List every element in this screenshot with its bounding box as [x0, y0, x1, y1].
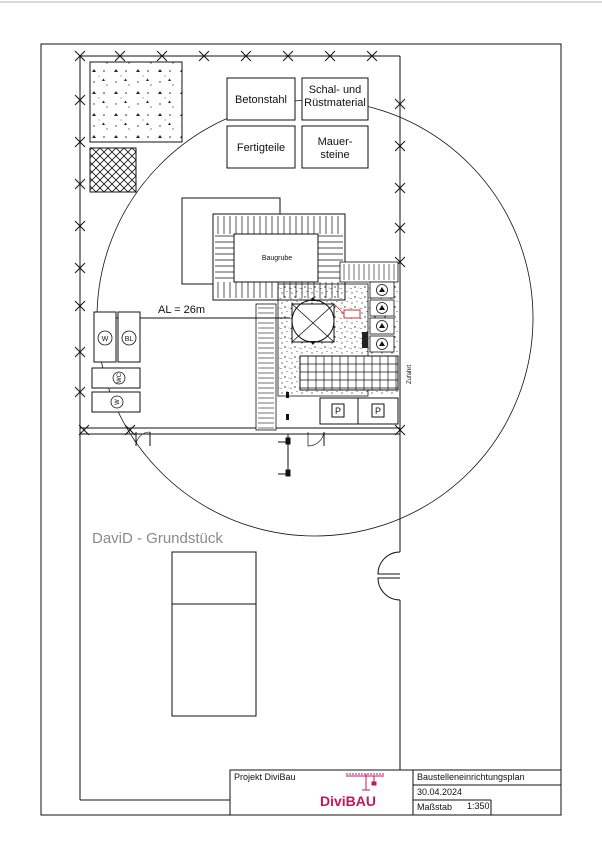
construction-fence: [79, 427, 400, 435]
silo-feeder: [362, 332, 368, 348]
fence-x-marker: [74, 346, 86, 358]
divibau-logo: DiviBAU: [320, 773, 384, 809]
site-boundary: [79, 55, 401, 801]
site-gate-right: [307, 431, 325, 447]
tower-crane: [291, 297, 335, 345]
fence-x-marker: [74, 178, 86, 190]
plan-date: 30.04.2024: [417, 787, 462, 797]
fence-x-marker: [394, 182, 406, 194]
scale-value: 1:350: [467, 801, 490, 811]
access-ramp: [255, 303, 277, 431]
silo-icon: [369, 281, 395, 299]
fence-x-marker: [282, 50, 294, 62]
fence-x-marker: [198, 50, 210, 62]
mauersteine-box: [301, 125, 369, 169]
fence-markers: [74, 50, 406, 436]
crosshatch-storage: [89, 147, 137, 193]
fence-x-marker: [74, 386, 86, 398]
fence-x-marker: [394, 222, 406, 234]
silo-icon: [369, 335, 395, 353]
container-w2-label: W: [115, 399, 121, 405]
schal-label-line1: Schal- und: [309, 84, 362, 96]
fertigteile-box: [226, 125, 296, 169]
fence-x-marker: [394, 98, 406, 110]
site-gate-left: [135, 431, 151, 447]
container-wc-label: WC: [117, 372, 123, 383]
betonstahl-box: [226, 77, 296, 121]
site-containers: W BL WC W: [91, 311, 141, 413]
silo-icon: [369, 299, 395, 317]
crane-reach-label: AL = 26m: [158, 304, 205, 316]
excavation-pit: Baugrube: [181, 197, 399, 301]
utility-connection: [278, 434, 291, 477]
fence-x-marker: [114, 50, 126, 62]
fertigteile-label: Fertigteile: [237, 142, 285, 154]
fence-x-marker: [366, 50, 378, 62]
silo-icon: [369, 317, 395, 335]
planned-building: [171, 551, 257, 717]
plot-gate-right: [377, 551, 401, 601]
betonstahl-label: Betonstahl: [235, 94, 287, 106]
scale-label: Maßstab: [417, 802, 452, 812]
fence-x-marker: [78, 424, 90, 436]
fence-x-marker: [74, 94, 86, 106]
plan-title: Baustelleneinrichtungsplan: [417, 772, 525, 782]
project-name: Projekt DiviBau: [234, 772, 296, 782]
fence-x-marker: [324, 50, 336, 62]
logo-text: DiviBAU: [320, 793, 376, 809]
gravel-storage: [89, 61, 183, 143]
fence-x-marker: [74, 220, 86, 232]
fence-x-marker: [394, 140, 406, 152]
fence-x-marker: [124, 424, 136, 436]
mauersteine-label-line1: Mauer-: [318, 136, 353, 148]
silos: [369, 281, 395, 353]
title-block: [229, 769, 562, 816]
crane-logo-icon: [346, 773, 384, 791]
fence-x-marker: [240, 50, 252, 62]
zufahrt-label: Zufahrt: [407, 365, 413, 384]
parking-label-1: P: [335, 406, 341, 416]
schal-label-line2: Rüstmaterial: [304, 97, 366, 109]
container-bl-label: BL: [125, 336, 134, 343]
container-w-label: W: [102, 336, 109, 343]
mauersteine-label-line2: steine: [320, 149, 349, 161]
parking-label-2: P: [375, 406, 381, 416]
schal-box: [301, 77, 369, 121]
crane-jib-line: [333, 303, 345, 315]
parking-area: P P: [319, 397, 399, 425]
fence-x-marker: [394, 424, 406, 436]
crane-counterweight-marker: [343, 309, 361, 319]
materials-storage: Betonstahl Schal- und Rüstmaterial Ferti…: [226, 77, 369, 169]
baugrube-label: Baugrube: [262, 255, 292, 262]
fence-x-marker: [74, 50, 86, 62]
plot-name: DaviD - Grundstück: [92, 530, 223, 547]
fence-x-marker: [156, 50, 168, 62]
fence-x-marker: [74, 136, 86, 148]
fence-x-marker: [74, 300, 86, 312]
fence-x-marker: [74, 262, 86, 274]
grid-storage: [299, 355, 399, 391]
